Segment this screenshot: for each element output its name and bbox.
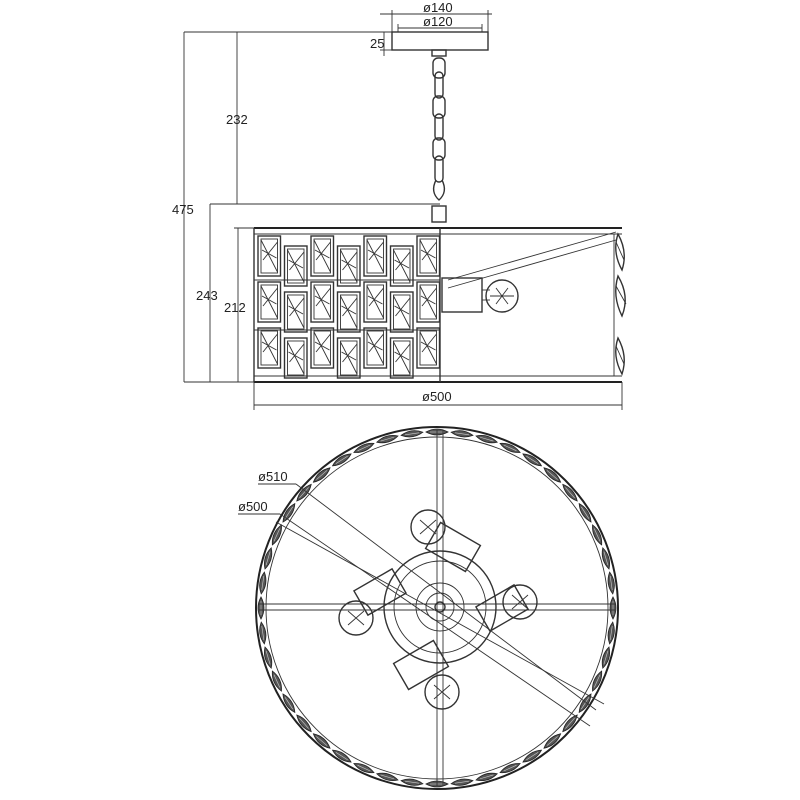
chain-length-label: 232 bbox=[226, 112, 248, 127]
rim-crystal bbox=[592, 670, 603, 692]
rim-crystal bbox=[609, 596, 617, 620]
crystal-panel bbox=[310, 281, 335, 323]
crystal-panel bbox=[363, 327, 388, 369]
rim-crystal bbox=[607, 621, 615, 645]
crystal-panel bbox=[389, 245, 414, 287]
shade-height-label: 212 bbox=[224, 300, 246, 315]
lamp-arms bbox=[352, 521, 530, 691]
canopy-height-label: 25 bbox=[370, 36, 384, 51]
rim-crystal bbox=[543, 467, 562, 483]
crystal-panel bbox=[283, 245, 308, 287]
drum-diameter-label: ø500 bbox=[422, 389, 452, 404]
rim-crystal bbox=[376, 772, 399, 782]
rim-crystal bbox=[400, 778, 424, 786]
rim-crystal bbox=[450, 430, 474, 438]
side-dimension-lines bbox=[183, 31, 623, 410]
rim-crystal bbox=[601, 547, 611, 570]
rim-crystal-chain bbox=[257, 428, 617, 788]
bulb-side-icon bbox=[485, 279, 519, 313]
crystal-panel-grid bbox=[254, 235, 441, 379]
crystal-panel bbox=[257, 281, 282, 323]
rim-crystal bbox=[331, 453, 352, 467]
rim-crystal bbox=[271, 670, 282, 692]
rim-crystal bbox=[296, 483, 312, 502]
drum-frame bbox=[253, 227, 622, 383]
crystal-panel bbox=[336, 291, 361, 333]
crystal-panel bbox=[416, 235, 441, 277]
top-inner-diameter-label: ø500 bbox=[238, 499, 268, 514]
rim-crystal bbox=[257, 596, 265, 620]
canopy-inner-diameter-label: ø120 bbox=[423, 14, 453, 29]
crystal-panel bbox=[363, 281, 388, 323]
crystal-panel bbox=[389, 337, 414, 379]
central-hub bbox=[383, 550, 497, 664]
crystal-panel bbox=[336, 337, 361, 379]
rim-crystal bbox=[475, 434, 498, 444]
rim-crystal bbox=[282, 693, 296, 714]
rim-crystal bbox=[282, 502, 296, 523]
crystal-panel bbox=[310, 327, 335, 369]
rim-crystal bbox=[475, 772, 498, 782]
canopy-outer-diameter-label: ø140 bbox=[423, 0, 453, 15]
suspension-chain bbox=[431, 57, 447, 223]
edge-crystal-drops bbox=[615, 232, 627, 376]
rim-crystal bbox=[562, 483, 578, 502]
rim-crystal bbox=[607, 571, 615, 595]
bulb-top-icon-1 bbox=[410, 509, 446, 545]
side-elevation-view: ø140 ø120 25 232 475 243 212 ø500 bbox=[172, 0, 627, 410]
rim-crystal bbox=[331, 749, 352, 763]
crystal-panel bbox=[389, 291, 414, 333]
rim-crystal bbox=[353, 763, 375, 774]
plan-view: ø510 ø500 bbox=[238, 426, 619, 790]
rim-crystal bbox=[499, 763, 521, 774]
crystal-panel bbox=[363, 235, 388, 277]
rim-crystal bbox=[601, 646, 611, 669]
drum-height-label: 243 bbox=[196, 288, 218, 303]
rim-crystal bbox=[400, 430, 424, 438]
crystal-panel bbox=[416, 281, 441, 323]
rim-crystal bbox=[376, 434, 399, 444]
rim-crystal bbox=[312, 733, 331, 749]
crystal-panel bbox=[336, 245, 361, 287]
crystal-panel bbox=[416, 327, 441, 369]
rim-crystal bbox=[562, 714, 578, 733]
rim-crystal bbox=[312, 467, 331, 483]
rim-crystal bbox=[263, 646, 273, 669]
bulb-top-icon-3 bbox=[424, 674, 460, 710]
rim-crystal bbox=[522, 453, 543, 467]
total-height-label: 475 bbox=[172, 202, 194, 217]
rim-crystal bbox=[259, 621, 267, 645]
rim-crystal bbox=[353, 442, 375, 453]
rim-crystal bbox=[296, 714, 312, 733]
rim-crystal bbox=[263, 547, 273, 570]
crystal-panel bbox=[257, 327, 282, 369]
rim-crystal bbox=[543, 733, 562, 749]
bulb-top-icon-2 bbox=[502, 584, 538, 620]
rim-crystal bbox=[499, 442, 521, 453]
rim-crystal bbox=[450, 778, 474, 786]
crystal-panel bbox=[257, 235, 282, 277]
rim-crystal bbox=[578, 502, 592, 523]
bulb-top-icon-4 bbox=[338, 600, 374, 636]
ceiling-canopy bbox=[380, 10, 492, 57]
rim-crystal bbox=[522, 749, 543, 763]
rim-crystal bbox=[592, 524, 603, 546]
crystal-panel bbox=[283, 337, 308, 379]
rim-crystal bbox=[259, 571, 267, 595]
crystal-panel bbox=[310, 235, 335, 277]
crystal-panel bbox=[283, 291, 308, 333]
top-outer-diameter-label: ø510 bbox=[258, 469, 288, 484]
rim-crystal bbox=[578, 693, 592, 714]
